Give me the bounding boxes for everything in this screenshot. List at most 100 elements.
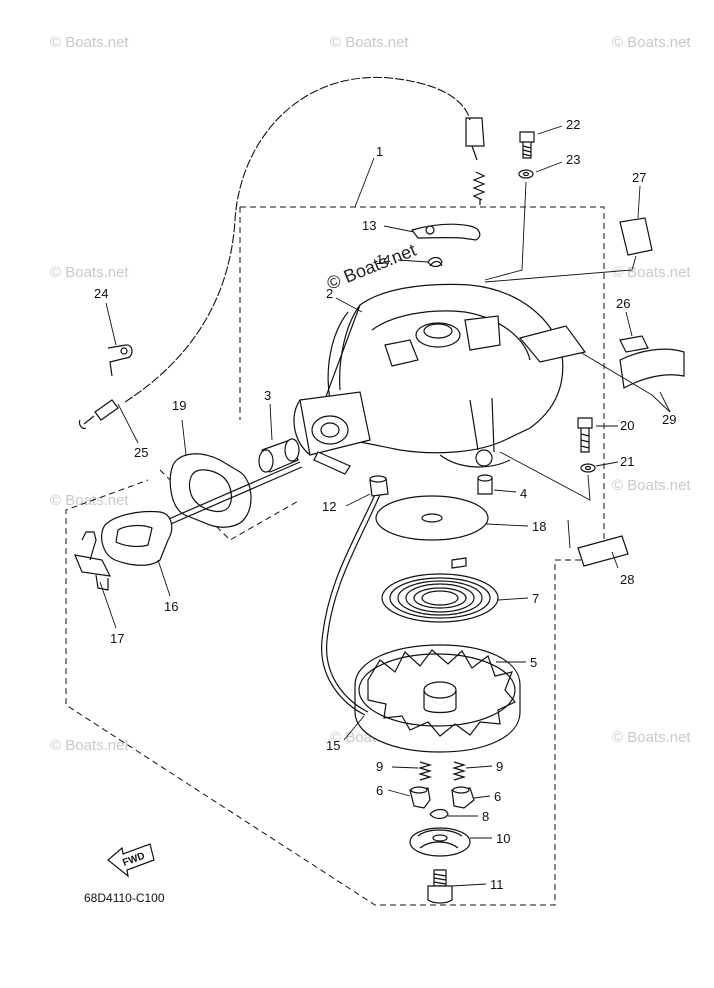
watermark: © Boats.net [612, 34, 691, 51]
leader-9a [391, 766, 419, 769]
pawl-6-right-top [452, 786, 470, 794]
callout-1: 1 [376, 144, 383, 159]
screw-11 [427, 869, 453, 904]
leader-19 [181, 419, 187, 456]
bracket-17 [74, 531, 112, 591]
label-plate [518, 325, 587, 363]
callout-21: 21 [620, 454, 634, 469]
callout-18: 18 [532, 519, 546, 534]
watermarks: © Boats.net © Boats.net © Boats.net © Bo… [50, 34, 691, 754]
leader-12 [345, 493, 371, 507]
callout-16: 16 [164, 599, 178, 614]
leader-11 [451, 883, 487, 887]
leader-1 [354, 157, 375, 208]
label-28-axis [567, 519, 571, 549]
leader-27 [637, 185, 641, 219]
bolt-axis-20 [499, 451, 591, 501]
cable-clip-24 [107, 344, 133, 377]
rope-to-handle-b [156, 466, 303, 531]
leader-15 [343, 715, 365, 741]
callout-19: 19 [172, 398, 186, 413]
leader-26 [625, 311, 633, 337]
callout-7: 7 [532, 591, 539, 606]
starter-cable [124, 76, 471, 403]
diagram-code: 68D4110-C100 [84, 891, 165, 905]
callout-27: 27 [632, 170, 646, 185]
callout-2: 2 [326, 286, 333, 301]
watermark-center: © Boats.net [324, 240, 419, 294]
callout-6b: 6 [494, 789, 501, 804]
leader-23 [535, 161, 563, 173]
cable-end-25 [78, 399, 119, 429]
callout-12: 12 [322, 499, 336, 514]
watermark: © Boats.net [50, 264, 129, 281]
plate-18-hole [421, 513, 443, 523]
label-29 [619, 348, 685, 389]
drum-5 [354, 644, 521, 753]
callout-24: 24 [94, 286, 108, 301]
washer-21-hole [584, 465, 592, 471]
clip-8 [429, 808, 449, 820]
callout-10: 10 [496, 831, 510, 846]
fwd-arrow-icon: FWD [107, 843, 155, 878]
callouts: 1 2 3 4 5 6 6 7 8 9 9 10 11 12 13 14 15 … [94, 117, 676, 892]
watermark: © Boats.net [50, 737, 129, 754]
handle-16 [101, 510, 173, 566]
lever-pivot [425, 225, 435, 235]
callout-17: 17 [110, 631, 124, 646]
collar-4-top [477, 474, 493, 482]
rope-15 [321, 487, 379, 716]
callout-5: 5 [530, 655, 537, 670]
callout-9b: 9 [496, 759, 503, 774]
plate-18 [375, 495, 489, 541]
callout-28: 28 [620, 572, 634, 587]
callout-25: 25 [134, 445, 148, 460]
leader-13 [383, 225, 415, 233]
return-spring-14 [472, 171, 486, 205]
rope-guide-19 [169, 453, 252, 528]
callout-22: 22 [566, 117, 580, 132]
bolt-22 [519, 131, 535, 159]
callout-9a: 9 [376, 759, 383, 774]
callout-14: 14 [376, 252, 390, 267]
label-28 [577, 535, 629, 567]
leader-21 [595, 461, 619, 467]
cable-end-fitting [465, 117, 485, 161]
leader-22 [537, 125, 563, 135]
bolt-axis-22 [484, 181, 527, 281]
callout-26: 26 [616, 296, 630, 311]
lever-spring [427, 256, 443, 268]
rope-15-b [326, 489, 383, 713]
starter-case [293, 283, 564, 475]
leader-7 [497, 597, 529, 601]
leader-3 [269, 403, 273, 441]
rope-to-handle [154, 461, 301, 526]
watermark: © Boats.net [612, 729, 691, 746]
leader-18 [485, 523, 529, 527]
callout-8: 8 [482, 809, 489, 824]
washer-23-hole [522, 171, 530, 177]
stopper-lever [410, 223, 481, 241]
leader-6a [387, 789, 411, 797]
leader-16 [157, 559, 171, 597]
assembly-boundary [65, 206, 605, 906]
leader-2 [335, 297, 363, 313]
bushing-12-top [369, 475, 387, 483]
leader-4 [493, 489, 517, 493]
callout-6a: 6 [376, 783, 383, 798]
watermark: © Boats.net [50, 492, 129, 509]
callout-13: 13 [362, 218, 376, 233]
cable-clip-hole [120, 347, 128, 355]
drive-plate-10 [409, 827, 471, 857]
leader-14 [397, 259, 429, 263]
label-27 [619, 217, 653, 256]
spring-9-left [417, 761, 433, 781]
watermark: © Boats.net [612, 477, 691, 494]
washer-21 [580, 463, 596, 473]
spiral-spring-7 [381, 557, 499, 623]
callout-11: 11 [490, 877, 504, 892]
leader-6b [473, 795, 491, 799]
label-26 [619, 335, 649, 353]
leader-27b [484, 255, 637, 283]
